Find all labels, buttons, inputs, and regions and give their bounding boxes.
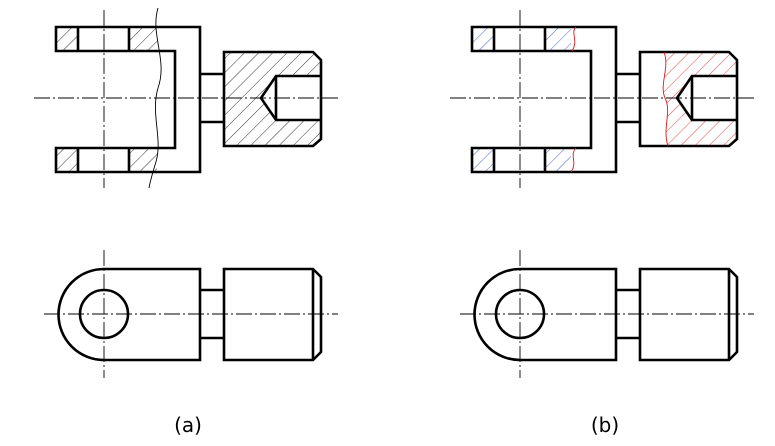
- fork-outline: [470, 25, 618, 174]
- hatch-region: [56, 148, 78, 172]
- hatch-region: [472, 148, 494, 172]
- eye-end-outline: [473, 267, 618, 362]
- hatch-region: [545, 148, 571, 172]
- eye-end-outline: [57, 267, 202, 362]
- hatch-region: [663, 52, 738, 146]
- caption-a: (a): [174, 413, 202, 437]
- block-outline: [638, 50, 739, 148]
- view-b-section: [450, 10, 756, 188]
- block-outline: [638, 267, 739, 362]
- break-line-block: [662, 51, 669, 147]
- neck-outline: [200, 288, 224, 340]
- caption-b: (b): [591, 413, 619, 437]
- view-a-plan: [44, 250, 338, 378]
- neck-outline: [200, 72, 224, 124]
- hatch-region: [224, 52, 322, 146]
- view-b-plan: [460, 250, 754, 378]
- fork-outline: [54, 25, 202, 174]
- neck-outline: [616, 288, 640, 340]
- hatch-region: [129, 27, 157, 51]
- neck-outline: [616, 72, 640, 124]
- hatch-region: [545, 27, 571, 51]
- block-outline: [222, 50, 323, 148]
- break-line-lower: [570, 147, 577, 173]
- hatch-region: [472, 27, 494, 51]
- block-outline: [222, 267, 323, 362]
- hatch-region: [129, 148, 157, 172]
- break-line-upper: [571, 26, 577, 52]
- break-line: [148, 7, 162, 189]
- hatch-region: [56, 27, 78, 51]
- view-a-section: [34, 7, 340, 189]
